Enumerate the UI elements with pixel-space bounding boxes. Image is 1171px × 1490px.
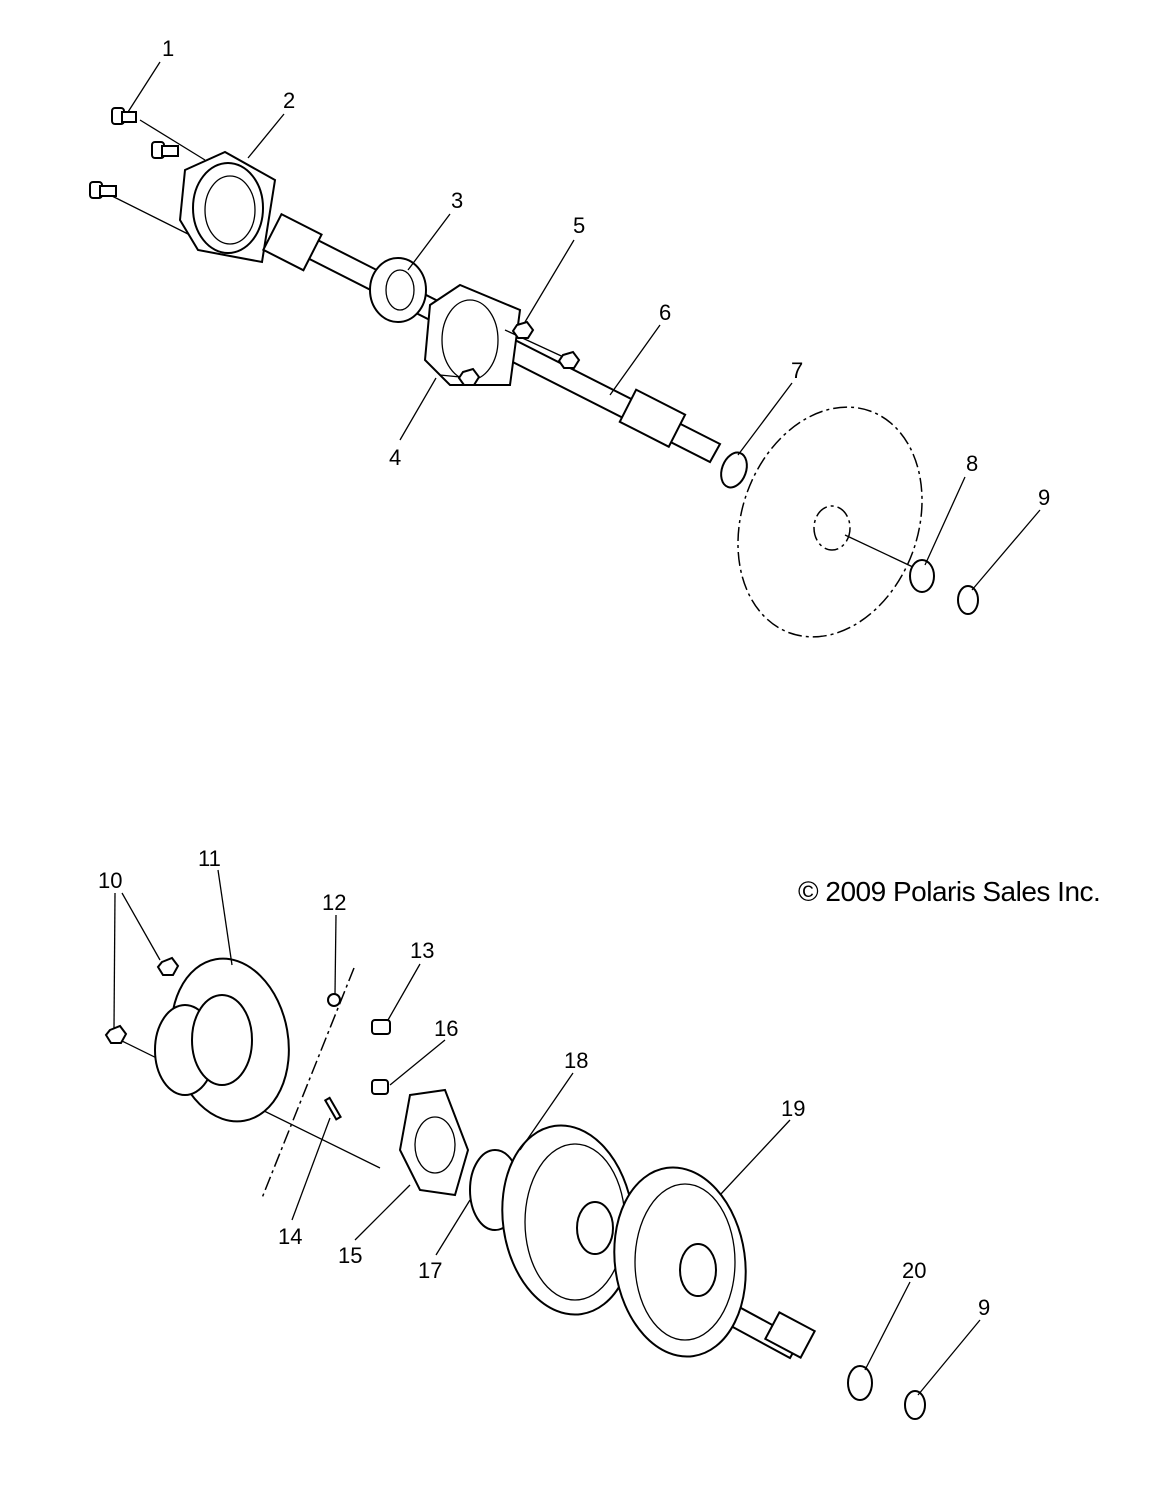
drive-disc bbox=[737, 406, 923, 638]
upper-callouts: 1 2 3 4 5 6 7 8 9 bbox=[162, 36, 1050, 510]
callout-13: 13 bbox=[410, 938, 434, 963]
flange-plate-4 bbox=[423, 283, 522, 386]
key-14 bbox=[323, 1096, 342, 1121]
callout-11: 11 bbox=[198, 846, 221, 871]
bolt-16 bbox=[371, 1079, 389, 1095]
callout-15: 15 bbox=[338, 1243, 362, 1268]
callout-4: 4 bbox=[389, 445, 401, 470]
bolt-1 bbox=[89, 107, 179, 199]
ring-7 bbox=[720, 451, 748, 489]
callout-17: 17 bbox=[418, 1258, 442, 1283]
bearing-8 bbox=[909, 559, 935, 593]
callout-7: 7 bbox=[791, 358, 803, 383]
callout-3: 3 bbox=[451, 188, 463, 213]
ring-9-lower bbox=[904, 1390, 926, 1420]
callout-14: 14 bbox=[278, 1224, 302, 1249]
lower-callouts: 10 11 12 13 14 15 16 17 18 19 20 9 bbox=[98, 846, 990, 1320]
callout-9-lower: 9 bbox=[978, 1295, 990, 1320]
callout-20: 20 bbox=[902, 1258, 926, 1283]
callout-2: 2 bbox=[283, 88, 295, 113]
callout-6: 6 bbox=[659, 300, 671, 325]
callout-8: 8 bbox=[966, 451, 978, 476]
bearing-3 bbox=[369, 257, 427, 323]
callout-1: 1 bbox=[162, 36, 174, 61]
callout-16: 16 bbox=[434, 1016, 458, 1041]
drivers-19 bbox=[501, 1124, 747, 1358]
washer-12 bbox=[327, 993, 341, 1007]
nut-10 bbox=[156, 956, 180, 976]
callout-9: 9 bbox=[1038, 485, 1050, 510]
ring-9 bbox=[957, 585, 979, 615]
callout-12: 12 bbox=[322, 890, 346, 915]
bearing-20 bbox=[847, 1365, 873, 1401]
nut-5 bbox=[511, 320, 535, 339]
callout-5: 5 bbox=[573, 213, 585, 238]
lower-assembly bbox=[104, 869, 981, 1420]
bearing-housing-11 bbox=[154, 957, 290, 1123]
callout-10: 10 bbox=[98, 868, 122, 893]
upper-assembly bbox=[89, 61, 1041, 638]
plate-15 bbox=[398, 1088, 470, 1197]
callout-19: 19 bbox=[781, 1096, 805, 1121]
pin-13 bbox=[371, 1019, 391, 1035]
callout-18: 18 bbox=[564, 1048, 588, 1073]
copyright-notice: © 2009 Polaris Sales Inc. bbox=[798, 876, 1101, 907]
